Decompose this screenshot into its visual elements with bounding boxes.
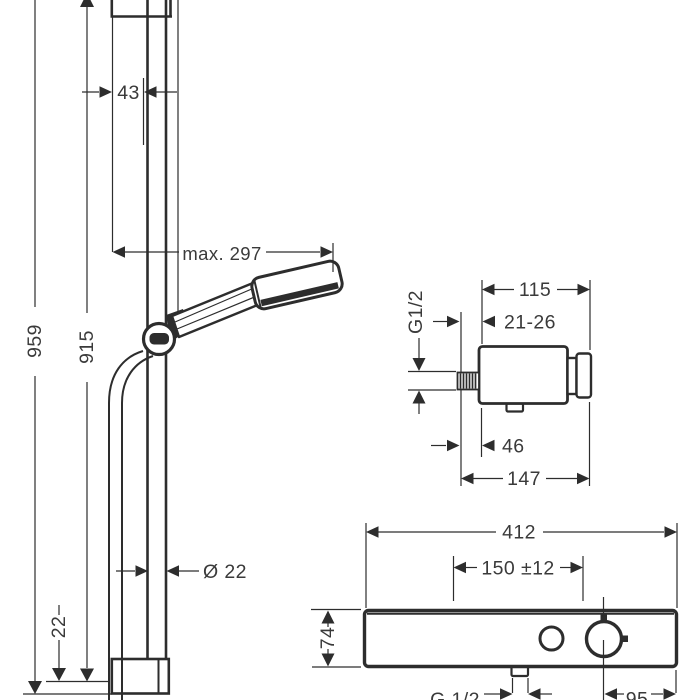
hand-shower-head — [250, 259, 344, 311]
arrow-right-icon — [135, 565, 148, 577]
bottom-bracket — [110, 657, 171, 695]
dim-knob-offset: 95 — [604, 670, 677, 700]
dim-body-width-text: 115 — [519, 279, 551, 301]
thread-hatching — [459, 373, 477, 389]
arrow-down-icon — [321, 653, 335, 667]
select-button — [538, 625, 565, 652]
hose-inner-line — [121, 355, 154, 700]
arrow-right-icon — [577, 283, 590, 296]
arrow-left-icon — [604, 688, 617, 700]
valve-side-view: 115 21-26 G1/2 — [405, 279, 593, 490]
handle-contour-line-2 — [176, 295, 258, 330]
knob-right-marker — [621, 635, 628, 642]
threaded-nipple — [456, 371, 480, 391]
arrow-left-icon — [482, 283, 495, 296]
arrow-right-icon — [447, 315, 460, 328]
dim-total-depth: 147 — [461, 468, 590, 490]
shower-hose — [108, 350, 154, 700]
dim-max-reach: max. 297 — [112, 243, 334, 272]
arrow-right-icon — [320, 246, 333, 258]
dim-connection-spacing: 150 ±12 — [452, 556, 584, 601]
dim-max-reach-text: max. 297 — [182, 243, 261, 264]
dim-outlet-offset-text: 46 — [502, 436, 525, 458]
arrow-left-icon — [461, 472, 474, 485]
dim-total-depth-text: 147 — [507, 468, 541, 490]
arrow-left-icon — [482, 315, 495, 328]
arrow-down-icon — [412, 358, 426, 371]
valve-front-view: 412 150 ±12 74 — [311, 522, 679, 700]
dim-rail-diameter: Ø 22 — [116, 561, 247, 583]
dim-bottom-offset: 22 — [48, 605, 70, 681]
dim-rail-length: 959 — [24, 0, 46, 694]
shower-set-view: 959 915 22 43 max. 297 — [23, 0, 344, 700]
valve-body-front — [362, 608, 679, 669]
hose-outer-line — [108, 350, 144, 700]
dim-rail-length-text: 959 — [24, 324, 46, 358]
slider-button — [149, 333, 169, 345]
knob-neck — [566, 356, 578, 396]
knob-cap — [575, 352, 593, 399]
arrow-left-icon — [112, 246, 125, 258]
dim-rail-diameter-text: Ø 22 — [203, 561, 247, 583]
valve-body-side — [477, 345, 569, 405]
arrow-right-icon — [500, 688, 513, 700]
arrow-up-icon — [321, 610, 335, 624]
arrow-right-icon — [577, 472, 590, 485]
arrow-up-icon — [412, 390, 426, 404]
arrow-left-icon — [482, 439, 495, 452]
arrow-right-icon — [570, 561, 583, 574]
dim-connection-thread: G 1/2 — [430, 678, 552, 700]
dim-total-width-text: 412 — [502, 522, 536, 544]
arrow-left-icon — [166, 565, 179, 577]
arrow-right-icon — [663, 688, 676, 700]
connection-thread-text: G 1/2 — [430, 689, 480, 700]
dim-body-width: 115 — [481, 279, 591, 350]
arrow-right-icon — [99, 86, 112, 98]
arrow-right-icon — [447, 439, 460, 452]
dim-bracket-offset-text: 43 — [117, 82, 140, 104]
arrow-right-icon — [664, 526, 677, 538]
dim-thread-size: G1/2 — [405, 290, 456, 414]
dim-bottom-offset-text: 22 — [48, 616, 70, 639]
dim-hole-spacing-text: 915 — [76, 330, 98, 364]
dim-thread-length: 21-26 — [433, 312, 556, 334]
handle-contour-line-1 — [174, 287, 255, 323]
head-cap-line — [253, 279, 262, 309]
thread-size-text: G1/2 — [405, 290, 427, 334]
dim-thread-length-text: 21-26 — [504, 312, 556, 334]
dim-bracket-offset: 43 — [82, 82, 177, 104]
arrow-left-icon — [453, 561, 466, 574]
head-spray-face — [260, 282, 339, 307]
arrow-up-clipped-icon — [80, 0, 94, 7]
arrow-left-icon — [144, 86, 157, 98]
dim-connection-spacing-text: 150 ±12 — [481, 558, 554, 580]
dim-body-height-text: 74 — [317, 627, 339, 650]
dim-body-height: 74 — [311, 608, 361, 668]
thermostat-body-side — [456, 345, 593, 413]
hand-shower — [170, 259, 344, 339]
arrow-left-icon — [366, 526, 379, 538]
dim-total-width: 412 — [365, 522, 678, 608]
arrow-down-icon — [28, 681, 42, 694]
arrow-left-icon — [528, 688, 541, 700]
arrow-down-icon — [80, 668, 94, 682]
dim-outlet-offset: 46 — [431, 436, 525, 458]
thermostat-body-front — [362, 597, 679, 700]
arrow-down-icon — [52, 668, 66, 681]
dim-knob-offset-text: 95 — [626, 689, 649, 700]
dim-hole-spacing: 915 — [76, 0, 98, 682]
